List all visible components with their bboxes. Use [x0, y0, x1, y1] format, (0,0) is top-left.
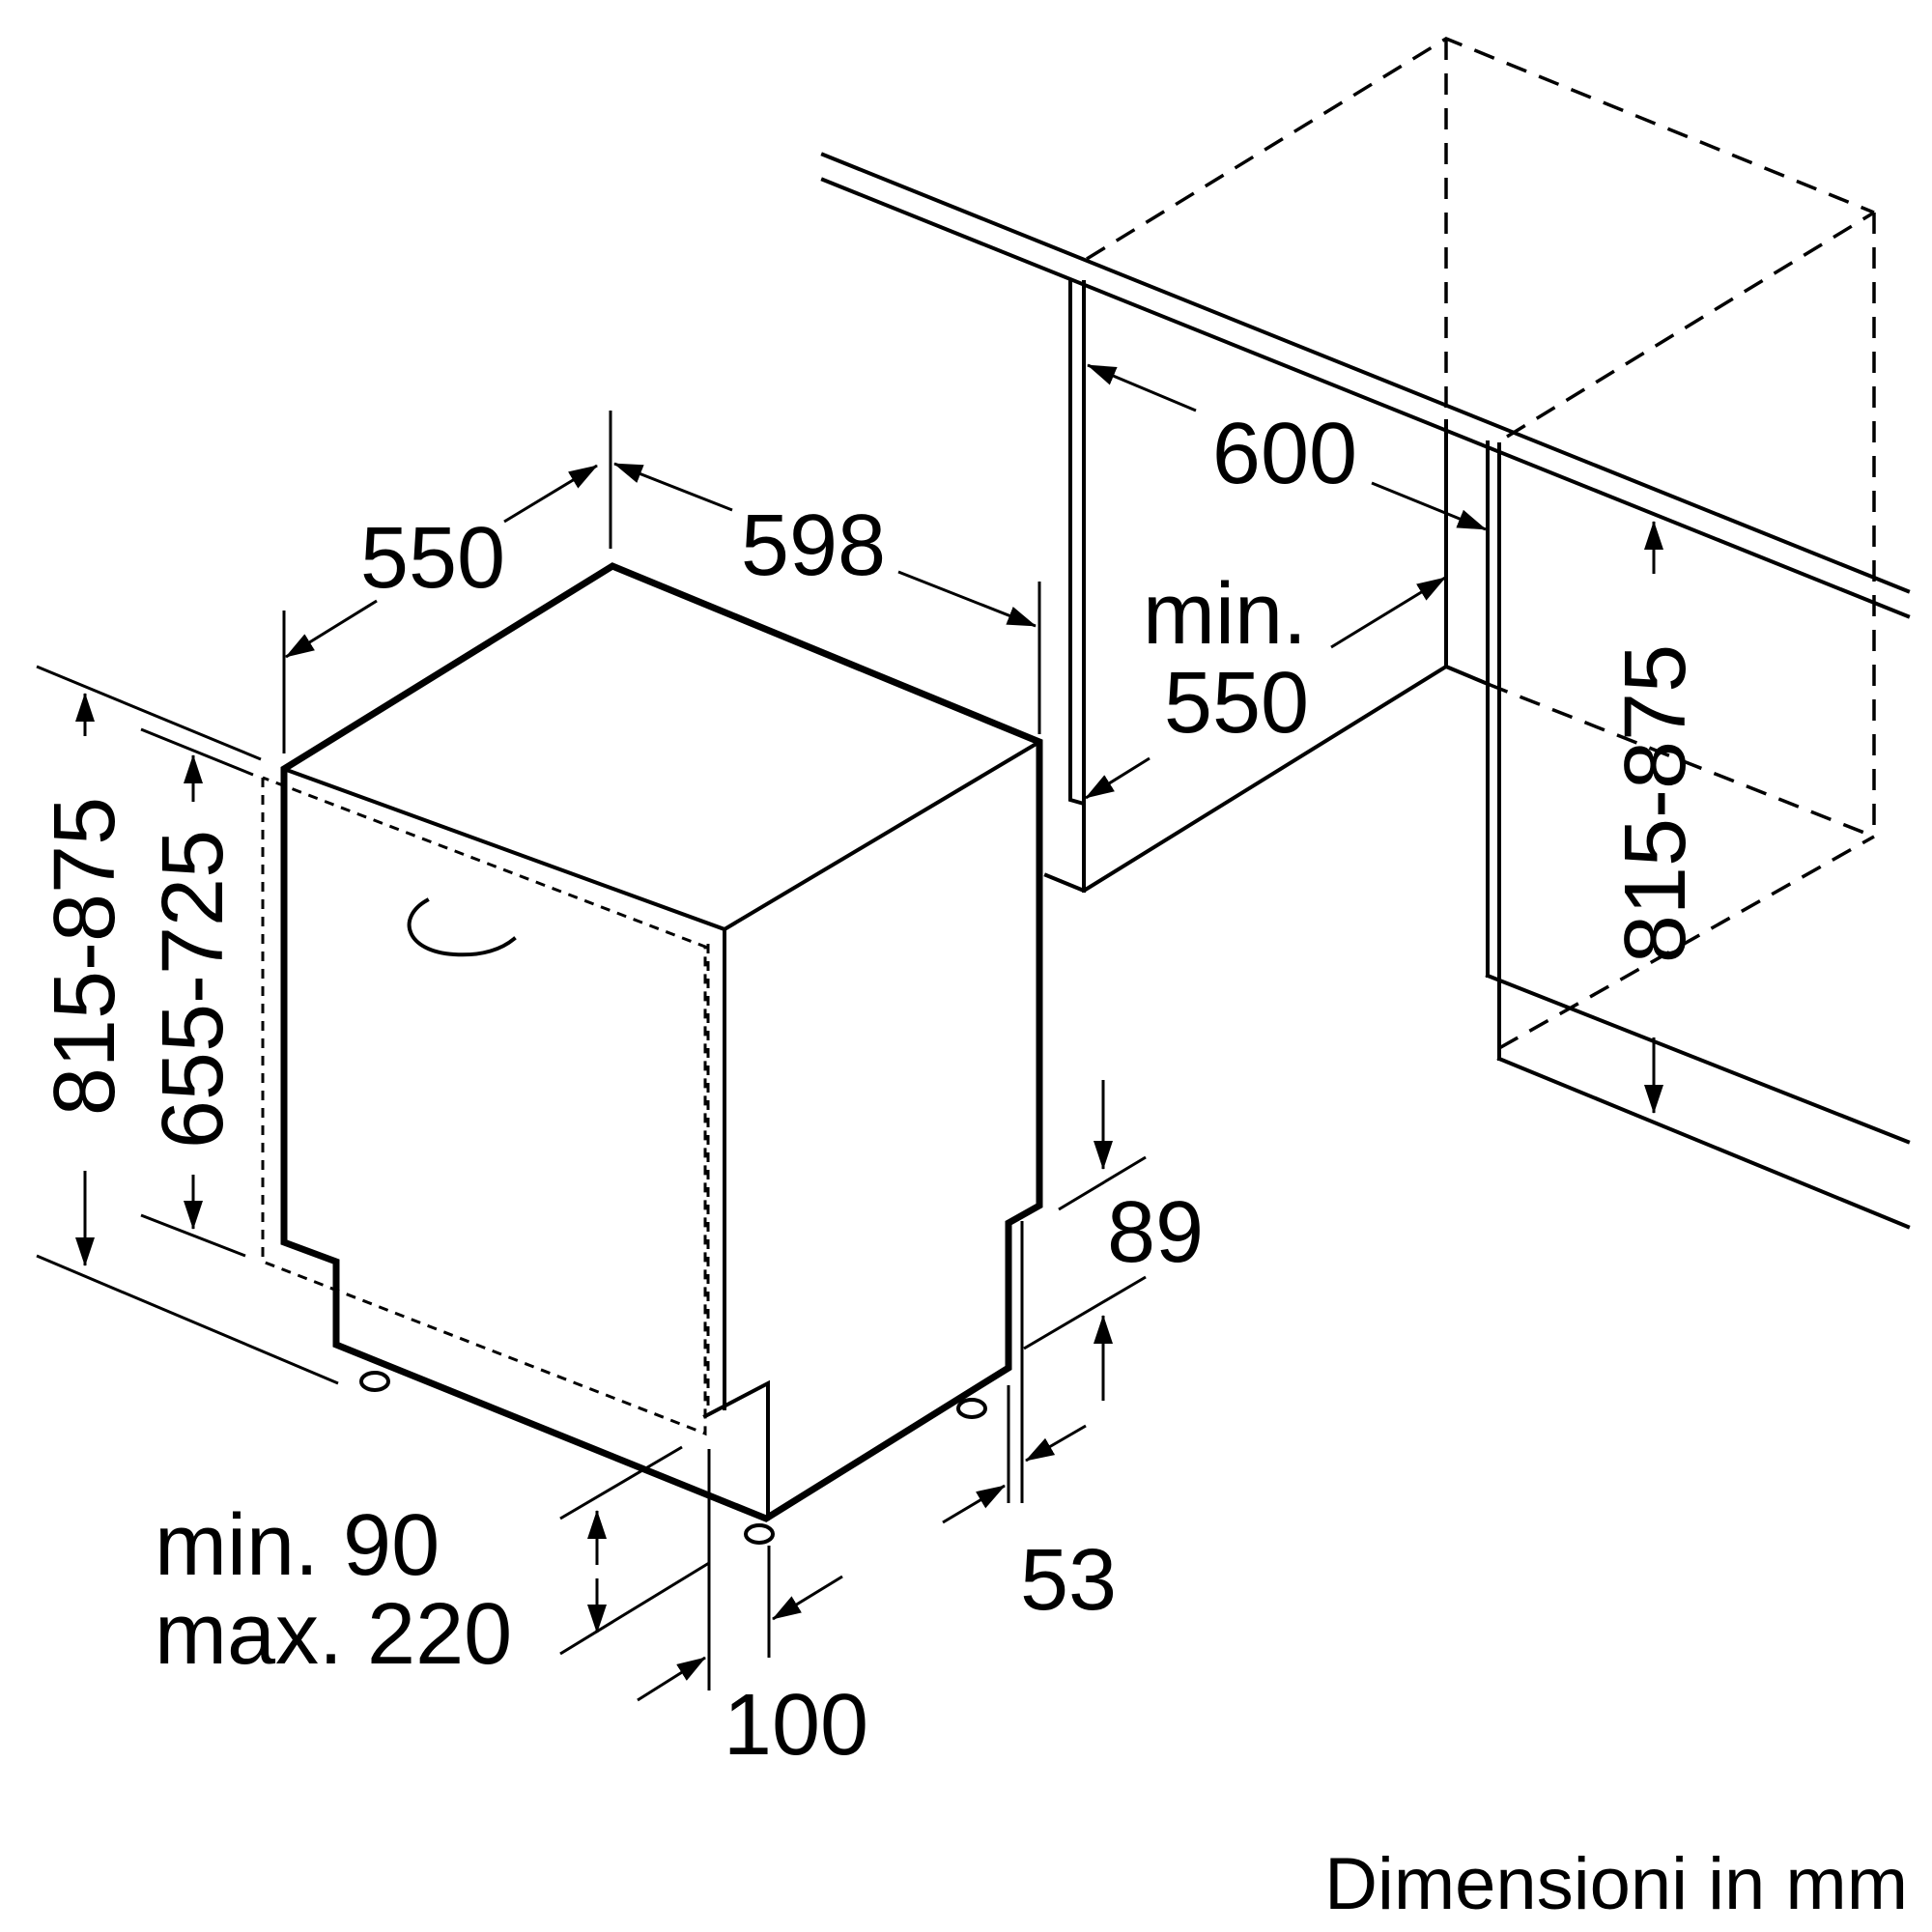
- label-plinth-line1: min. 90: [155, 1497, 440, 1594]
- label-base-offset: 89: [1107, 1184, 1204, 1281]
- ext-plinth-bottom: [559, 1561, 710, 1656]
- label-height-niche: 815-875: [1607, 644, 1704, 963]
- dim-53-arrow-left: [1025, 1424, 1087, 1463]
- dim-niche-depth-arrow-left: [1087, 363, 1197, 412]
- dim-100-arrow-left: [772, 1575, 843, 1621]
- dim-niche-depth-arrow-right: [1371, 481, 1487, 531]
- ext-89-top: [1058, 1155, 1147, 1211]
- dim-depth-arrow-down: [285, 599, 378, 659]
- ext-left-outer-top: [36, 665, 262, 761]
- dim-100-arrow-right: [637, 1656, 706, 1702]
- label-depth: 550: [360, 510, 505, 607]
- label-side-gap: 53: [1020, 1532, 1117, 1629]
- hidden-cabinet-mid: [1506, 211, 1875, 439]
- niche-cabinet: [820, 37, 1911, 1230]
- label-width: 598: [741, 497, 886, 594]
- label-niche-depth: 600: [1212, 406, 1357, 502]
- worktop-edge-lower: [820, 177, 1911, 619]
- door-top-edge: [281, 766, 727, 932]
- niche-floor-front: [1043, 664, 1449, 894]
- dim-width-arrow-right: [897, 570, 1037, 628]
- ext-left-inner-top: [140, 727, 254, 777]
- ext-left-outer-bottom: [36, 1254, 339, 1385]
- dim-niche-width-arrow-down: [1085, 756, 1151, 800]
- body-top-front: [722, 739, 1042, 932]
- footer-units: Dimensioni in mm: [1324, 1843, 1908, 1925]
- worktop-edge-upper: [820, 152, 1911, 594]
- label-niche-width-line2: 550: [1164, 655, 1309, 752]
- dishwasher-body: [261, 562, 1043, 1545]
- dimension-lines: [36, 363, 1663, 1702]
- door-panel-outline: [261, 776, 707, 1436]
- dishwasher-outline: [280, 562, 1043, 1522]
- foot-front-right: [744, 1523, 775, 1545]
- hidden-cabinet-top: [1086, 37, 1875, 261]
- hidden-cabinet-base: [1498, 835, 1875, 1050]
- dim-width-arrow-left: [613, 462, 733, 512]
- door-handle: [407, 897, 517, 957]
- label-niche-width-line1: min.: [1143, 566, 1307, 663]
- foot-front-left: [359, 1371, 390, 1392]
- plinth-upper: [1485, 973, 1911, 1145]
- niche-left-panel: [1068, 280, 1086, 807]
- dim-niche-width-arrow-up: [1330, 576, 1446, 649]
- foot-back-right: [956, 1398, 987, 1419]
- dim-53-arrow-right: [942, 1484, 1006, 1524]
- ext-plinth-top: [559, 1445, 683, 1520]
- dimension-labels: 550 598 600 min. 550 89 53 min. 90 max. …: [37, 406, 1908, 1925]
- dim-depth-arrow-up: [503, 464, 598, 524]
- label-height-left-outer: 815-875: [37, 797, 133, 1116]
- ext-left-inner-bottom: [140, 1213, 246, 1258]
- ext-89-bottom: [1023, 1275, 1147, 1350]
- niche-floor-right: [1443, 664, 1491, 687]
- label-plinth-line2: max. 220: [155, 1586, 512, 1683]
- plinth-corner: [702, 1379, 770, 1520]
- label-height-left-inner: 655-725: [145, 830, 242, 1149]
- label-plinth-depth: 100: [724, 1677, 868, 1774]
- plinth-lower: [1496, 1056, 1911, 1230]
